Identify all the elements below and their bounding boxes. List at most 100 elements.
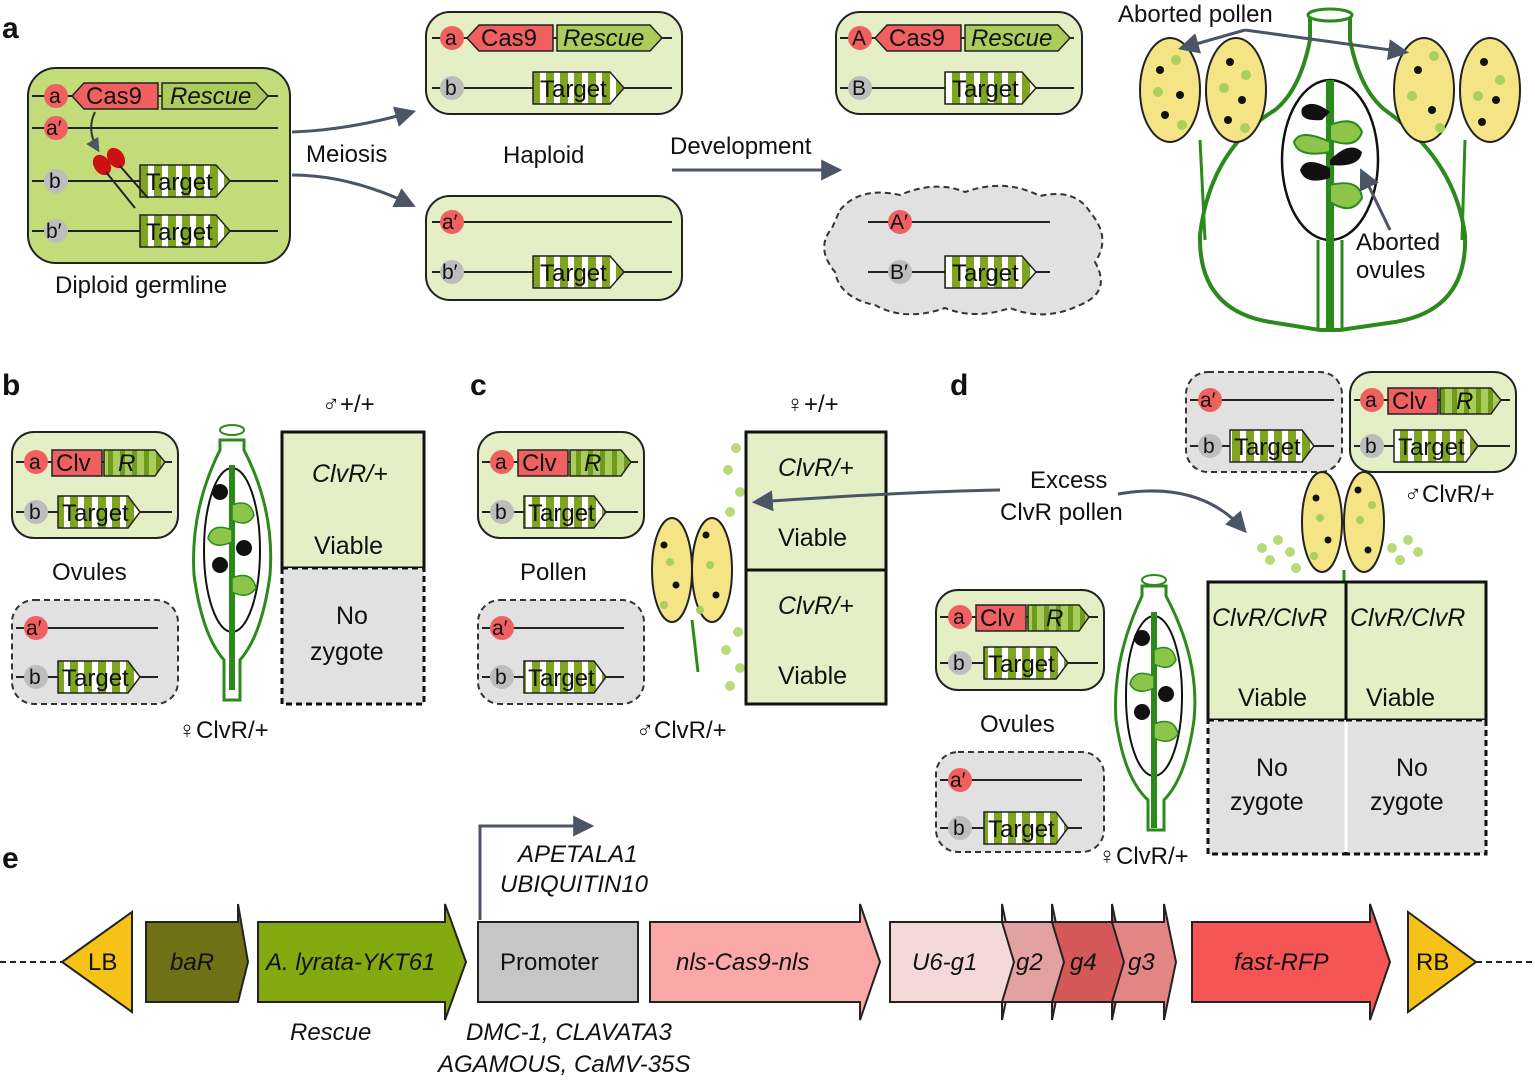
target-label: Target xyxy=(1398,434,1465,461)
anther-d xyxy=(1257,471,1423,585)
cell-d3-line2: zygote xyxy=(1230,788,1304,816)
target-label: Target xyxy=(540,76,607,103)
clv-label: Clv xyxy=(980,605,1015,632)
cas9-label: Cas9 xyxy=(86,83,142,110)
meiosis-label: Meiosis xyxy=(306,141,387,168)
allele-a-prime: a′ xyxy=(950,769,966,792)
rb-border-triangle xyxy=(1407,910,1478,1014)
ovule-box-clvr-d: a Clv R b Target xyxy=(935,589,1105,691)
allele-a-prime: a′ xyxy=(26,617,42,640)
cell-d3-line1: No xyxy=(1256,754,1288,782)
promoter-label: Promoter xyxy=(500,949,599,976)
target-label: Target xyxy=(528,665,595,692)
cell-d2-status: Viable xyxy=(1366,684,1435,712)
cell-c2-genotype: ClvR/+ xyxy=(778,592,854,620)
cell-b1-genotype: ClvR/+ xyxy=(312,460,388,488)
allele-a: a xyxy=(1365,389,1377,412)
allele-b-prime: b′ xyxy=(46,220,62,243)
aborted-pollen-sac xyxy=(1139,37,1521,143)
aborted-ovules-label-1: Aborted xyxy=(1356,229,1440,256)
clv-label: Clv xyxy=(1392,388,1427,415)
panel-label-e: e xyxy=(2,842,19,875)
cell-d1-genotype: ClvR/ClvR xyxy=(1212,604,1327,632)
allele-b: b xyxy=(445,77,457,100)
r-label: R xyxy=(584,450,601,477)
r-label: R xyxy=(1456,388,1473,415)
allele-a-prime: a′ xyxy=(442,211,458,234)
allele-a: a xyxy=(495,451,507,474)
target-label: Target xyxy=(540,260,607,287)
u6-g1-label: U6-g1 xyxy=(912,949,977,976)
cas9-label: Cas9 xyxy=(481,25,537,52)
aborted-pollen-label: Aborted pollen xyxy=(1118,1,1273,28)
panel-label-c: c xyxy=(470,369,487,402)
r-label: R xyxy=(118,450,135,477)
cell-c1-status: Viable xyxy=(778,524,847,552)
panel-label-d: d xyxy=(950,369,968,402)
target-label: Target xyxy=(528,500,595,527)
ykt61-label: A. lyrata-YKT61 xyxy=(264,949,435,976)
flower-illustration xyxy=(1139,7,1521,332)
diploid-germline-box: a Cas9 Rescue a′ b Target b′ Target xyxy=(27,67,291,264)
promoter-above-2: UBIQUITIN10 xyxy=(500,871,649,898)
allele-b: b xyxy=(1203,435,1215,458)
allele-a-prime: a′ xyxy=(492,617,508,640)
pistil-d xyxy=(1114,574,1197,832)
bar-gene-arrow xyxy=(145,903,250,1003)
r-label: R xyxy=(1046,605,1063,632)
allele-b: b xyxy=(495,666,507,689)
promoter-above-1: APETALA1 xyxy=(516,841,638,868)
excess-label-1: Excess xyxy=(1030,467,1107,494)
cell-d1-status: Viable xyxy=(1238,684,1307,712)
pollen-box-wt-d: a′ b Target xyxy=(1185,371,1343,473)
ykt61-gene-arrow xyxy=(257,903,468,1021)
female-wt-header: ♀+/+ xyxy=(786,391,839,418)
rfp-label: fast-RFP xyxy=(1234,949,1329,976)
transcription-start-arrow xyxy=(478,815,595,920)
allele-a-prime: a′ xyxy=(46,117,62,140)
panel-label-a: a xyxy=(2,12,19,45)
aborted-cell-blob: A′ B′ Target xyxy=(823,184,1104,316)
target-label: Target xyxy=(62,665,129,692)
male-clvr-label-c: ♂ClvR/+ xyxy=(636,717,727,744)
clv-label: Clv xyxy=(522,450,557,477)
pollen-box-wt: a′ b Target xyxy=(477,599,645,705)
aborted-ovules-label-2: ovules xyxy=(1356,257,1425,284)
diploid-germline-caption: Diploid germline xyxy=(55,272,227,299)
rescue-label: Rescue xyxy=(971,25,1052,52)
allele-b: b xyxy=(49,170,61,193)
punnett-c xyxy=(744,430,888,706)
cell-b2-line2: zygote xyxy=(310,638,384,666)
allele-a: a xyxy=(29,451,41,474)
target-label: Target xyxy=(146,219,213,246)
allele-b: b xyxy=(29,501,41,524)
rfp-gene-arrow xyxy=(1191,903,1392,1021)
lb-label: LB xyxy=(88,949,117,976)
cell-d4-line1: No xyxy=(1396,754,1428,782)
promoter-box xyxy=(477,921,639,1003)
cas9-label: Cas9 xyxy=(889,25,945,52)
rescue-label: Rescue xyxy=(170,83,251,110)
target-label: Target xyxy=(952,260,1019,287)
female-clvr-label-b: ♀ClvR/+ xyxy=(178,717,269,744)
allele-a: a xyxy=(445,27,457,50)
allele-a: a xyxy=(953,606,965,629)
target-label: Target xyxy=(1234,434,1301,461)
g4-arrow xyxy=(1050,903,1126,1021)
rescue-label: Rescue xyxy=(563,25,644,52)
g3-arrow xyxy=(1110,903,1178,1021)
allele-B-prime: B′ xyxy=(890,261,908,284)
cas9-gene-arrow xyxy=(649,903,882,1021)
ovules-label-d: Ovules xyxy=(980,711,1055,738)
allele-b: b xyxy=(953,817,965,840)
clv-label: Clv xyxy=(56,450,91,477)
development-label: Development xyxy=(670,133,812,160)
haploid-box-1: a Cas9 Rescue b Target xyxy=(425,11,683,115)
rb-label: RB xyxy=(1416,949,1449,976)
target-label: Target xyxy=(952,76,1019,103)
pollen-label-c: Pollen xyxy=(520,559,587,586)
developed-box: A Cas9 Rescue B Target xyxy=(835,11,1083,115)
male-wt-header: ♂+/+ xyxy=(322,391,375,418)
haploid-label: Haploid xyxy=(503,142,584,169)
pollen-box-clvr-d: a Clv R b Target xyxy=(1349,371,1517,473)
